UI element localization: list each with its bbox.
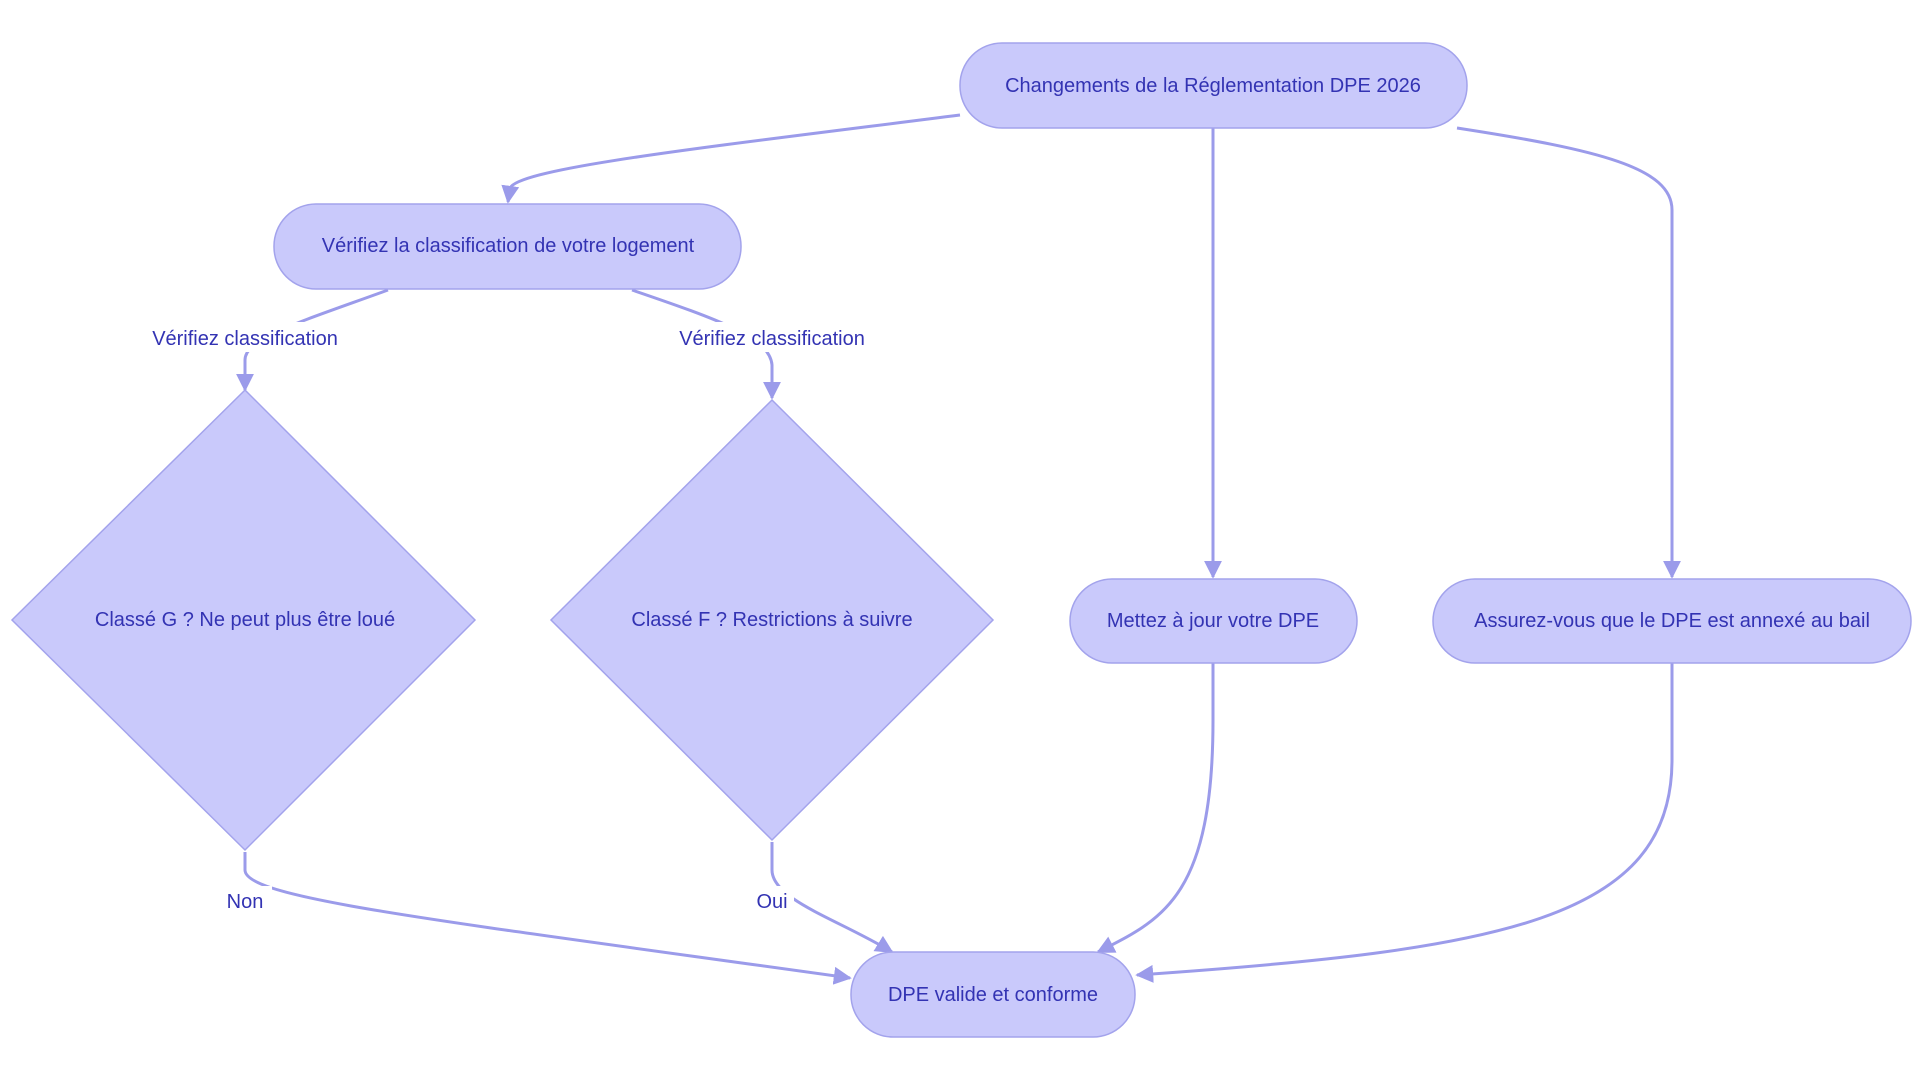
node-class-g: Classé G ? Ne peut plus être loué bbox=[10, 388, 477, 852]
edge-label-f-to-valid: Oui bbox=[750, 886, 794, 916]
svg-text:Classé F ? Restrictions à suiv: Classé F ? Restrictions à suivre bbox=[631, 609, 912, 631]
edge-label-verify-to-f: Vérifiez classification bbox=[665, 322, 879, 352]
svg-text:Assurez-vous que le DPE est an: Assurez-vous que le DPE est annexé au ba… bbox=[1474, 610, 1870, 632]
svg-text:DPE valide et conforme: DPE valide et conforme bbox=[888, 984, 1098, 1006]
svg-text:Changements de la Réglementati: Changements de la Réglementation DPE 202… bbox=[1005, 75, 1421, 97]
edge-update-to-valid bbox=[1096, 663, 1215, 954]
svg-text:Non: Non bbox=[227, 891, 264, 913]
node-root: Changements de la Réglementation DPE 202… bbox=[959, 42, 1468, 129]
node-class-f: Classé F ? Restrictions à suivre bbox=[549, 398, 995, 842]
edge-label-g-to-valid: Non bbox=[218, 886, 272, 916]
node-annex: Assurez-vous que le DPE est annexé au ba… bbox=[1432, 578, 1912, 664]
svg-text:Vérifiez la classification de: Vérifiez la classification de votre loge… bbox=[322, 235, 695, 257]
node-verify: Vérifiez la classification de votre loge… bbox=[273, 203, 742, 290]
edge-g-to-valid bbox=[243, 852, 852, 985]
svg-text:Vérifiez classification: Vérifiez classification bbox=[152, 328, 338, 350]
svg-text:Mettez à jour votre DPE: Mettez à jour votre DPE bbox=[1107, 610, 1319, 632]
svg-text:Vérifiez classification: Vérifiez classification bbox=[679, 328, 865, 350]
edge-annex-to-valid bbox=[1135, 663, 1674, 983]
edge-label-verify-to-g: Vérifiez classification bbox=[138, 322, 352, 352]
svg-text:Oui: Oui bbox=[756, 891, 787, 913]
edge-f-to-valid bbox=[770, 842, 894, 954]
edge-root-to-verify bbox=[501, 113, 961, 204]
edge-root-to-annex bbox=[1456, 126, 1681, 579]
node-update: Mettez à jour votre DPE bbox=[1069, 578, 1358, 664]
node-valid: DPE valide et conforme bbox=[850, 951, 1136, 1038]
svg-text:Classé G ? Ne peut plus être l: Classé G ? Ne peut plus être loué bbox=[95, 609, 395, 631]
